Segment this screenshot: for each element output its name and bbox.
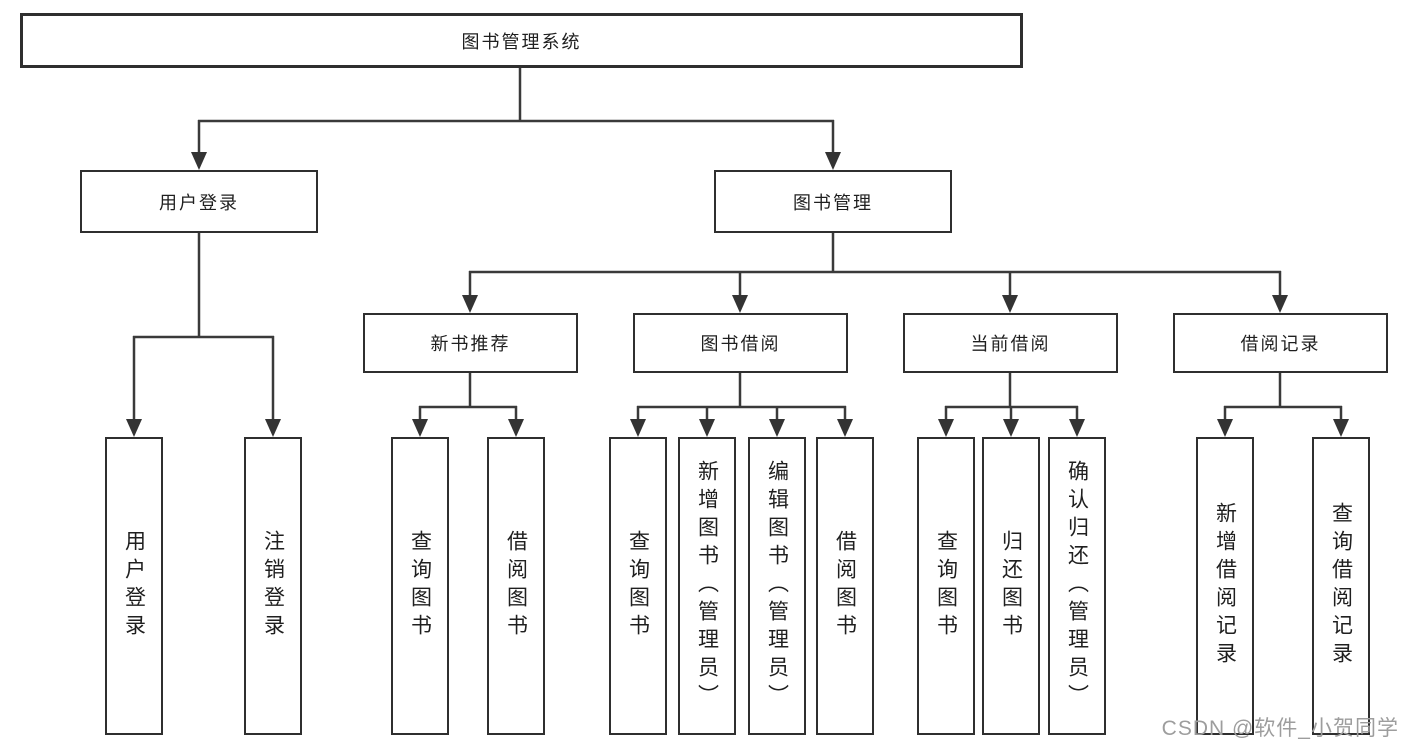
node-book-borrowing: 图书借阅	[633, 313, 848, 373]
node-borrowing-records: 借阅记录	[1173, 313, 1388, 373]
csdn-watermark: CSDN @软件_小贺同学	[1161, 717, 1399, 740]
node-label: 图书借阅	[700, 334, 781, 354]
leaf-query-books-current: 查询图书	[917, 437, 975, 735]
node-label: 图书管理	[793, 192, 873, 213]
node-label: 确认归还（管理员）	[1065, 460, 1089, 712]
node-user-login-branch: 用户登录	[80, 170, 318, 233]
node-label: 查询借阅记录	[1329, 502, 1353, 670]
leaf-query-books-recommend: 查询图书	[391, 437, 449, 735]
leaf-borrow-books-recommend: 借阅图书	[487, 437, 545, 735]
node-label: 新书推荐	[430, 334, 511, 354]
node-label: 查询图书	[934, 530, 958, 642]
leaf-edit-books-admin: 编辑图书（管理员）	[748, 437, 806, 735]
leaf-return-books: 归还图书	[982, 437, 1040, 735]
node-label: 新增借阅记录	[1213, 502, 1237, 670]
node-library-system: 图书管理系统	[20, 13, 1023, 68]
node-label: 查询图书	[626, 530, 650, 642]
leaf-logout: 注销登录	[244, 437, 302, 735]
node-label: 注销登录	[261, 530, 285, 642]
leaf-query-borrow-record: 查询借阅记录	[1312, 437, 1370, 735]
node-label: 查询图书	[408, 530, 432, 642]
node-label: 新增图书（管理员）	[695, 460, 719, 712]
node-current-borrowing: 当前借阅	[903, 313, 1118, 373]
leaf-add-books-admin: 新增图书（管理员）	[678, 437, 736, 735]
node-label: 借阅图书	[833, 530, 857, 642]
leaf-add-borrow-record: 新增借阅记录	[1196, 437, 1254, 735]
node-label: 当前借阅	[970, 334, 1051, 354]
node-label: 图书管理系统	[461, 31, 582, 52]
node-label: 用户登录	[159, 192, 239, 213]
node-label: 编辑图书（管理员）	[765, 460, 789, 712]
leaf-user-login: 用户登录	[105, 437, 163, 735]
node-label: 归还图书	[999, 530, 1023, 642]
node-book-management: 图书管理	[714, 170, 952, 233]
node-new-book-recommendation: 新书推荐	[363, 313, 578, 373]
leaf-borrow-books: 借阅图书	[816, 437, 874, 735]
node-label: 借阅图书	[504, 530, 528, 642]
leaf-query-books-borrow: 查询图书	[609, 437, 667, 735]
node-label: 借阅记录	[1240, 334, 1321, 354]
leaf-confirm-return-admin: 确认归还（管理员）	[1048, 437, 1106, 735]
node-label: 用户登录	[122, 530, 146, 642]
